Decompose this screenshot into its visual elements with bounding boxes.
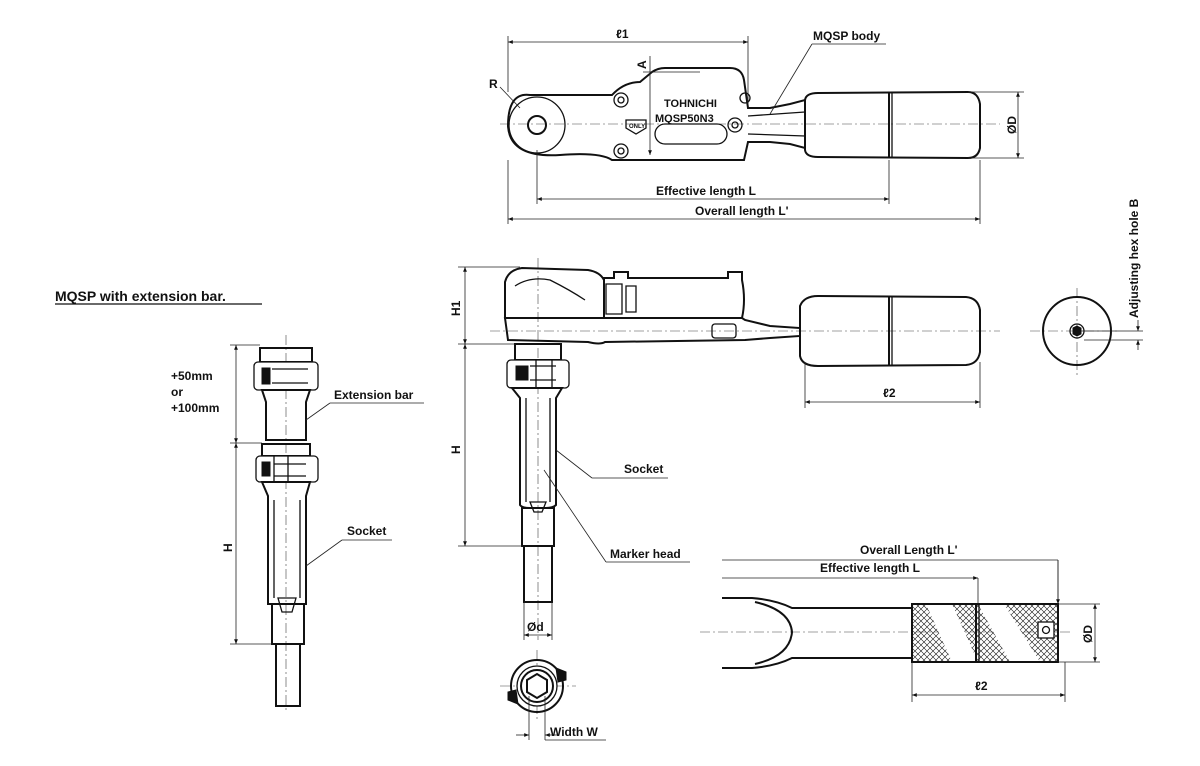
marker-head-label: Marker head (610, 547, 681, 561)
socket-label-extension: Socket (347, 524, 386, 538)
a-label: A (635, 60, 649, 69)
only-mark: ONLY (629, 124, 645, 130)
extension-view: +50mm or +100mm H Extension bar Socket (171, 335, 424, 710)
adjusting-hole-label: Adjusting hex hole B (1127, 198, 1141, 318)
handle-view: Overall Length L' Effective length L ØD … (700, 543, 1100, 702)
effective-length-label: Effective length L (656, 184, 756, 198)
extension-title: MQSP with extension bar. (55, 288, 262, 305)
end-view: Adjusting hex hole B (1030, 198, 1143, 378)
plus50-label: +50mm (171, 369, 213, 383)
extension-bar-label: Extension bar (334, 388, 414, 402)
handle-overall-length-label: Overall Length L' (860, 543, 958, 557)
width-w-label: Width W (550, 725, 599, 739)
top-view: ONLY TOHNICHI MQSP50N3 ℓ1 A R MQSP body … (489, 27, 1024, 224)
socket-bottom-view: Width W (500, 650, 606, 741)
mqsp-body-label: MQSP body (813, 29, 880, 43)
socket-label-side: Socket (624, 462, 663, 476)
h-label-side: H (449, 445, 463, 454)
handle-l2-label: ℓ2 (975, 679, 988, 693)
h-label-extension: H (221, 543, 235, 552)
brand-text: TOHNICHI (664, 98, 717, 110)
l2-label-side: ℓ2 (883, 386, 896, 400)
d-small-label: Ød (527, 620, 544, 634)
model-text: MQSP50N3 (655, 113, 714, 125)
side-view: H1 H ℓ2 Socket Marker head Ød (449, 258, 1000, 640)
or-label: or (171, 385, 183, 399)
handle-effective-length-label: Effective length L (820, 561, 920, 575)
extension-title-text: MQSP with extension bar. (55, 288, 226, 304)
plus100-label: +100mm (171, 401, 219, 415)
r-label: R (489, 77, 498, 91)
l1-label: ℓ1 (616, 27, 629, 41)
h1-label: H1 (449, 300, 463, 316)
handle-od-label: ØD (1081, 625, 1095, 643)
od-label-top: ØD (1005, 116, 1019, 134)
overall-length-label: Overall length L' (695, 204, 789, 218)
